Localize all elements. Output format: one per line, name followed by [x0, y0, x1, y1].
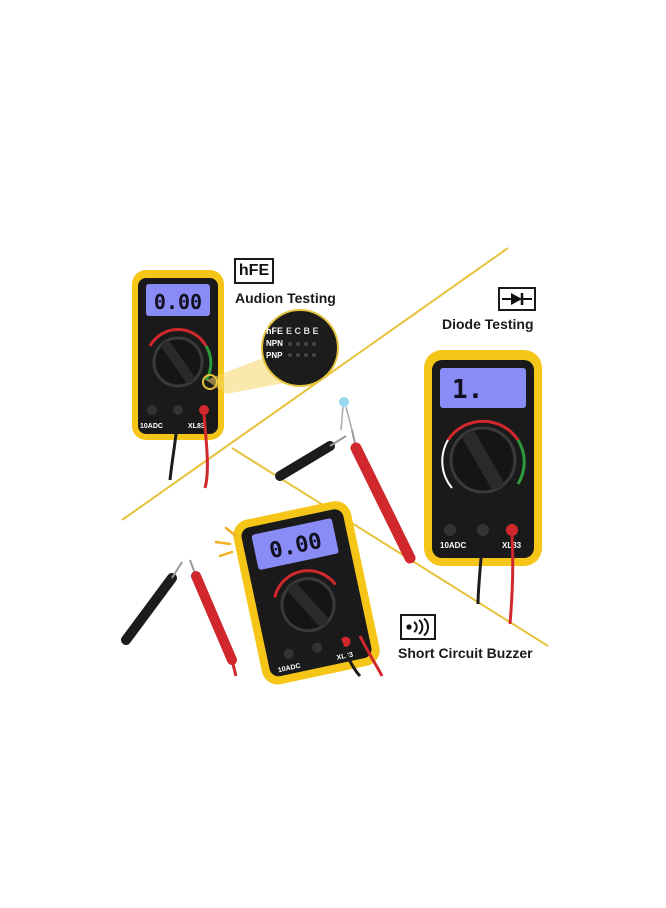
buzzer-probes [121, 559, 238, 677]
meter-top-left-model-label: XL83 [188, 423, 205, 430]
meter-right-display: 1. [452, 375, 483, 405]
meter-right-leads [476, 535, 515, 625]
buzz-marks [214, 526, 238, 558]
meter-top-left: 0.00 10ADC XL83 [132, 270, 224, 440]
meter-top-left-leads [168, 414, 209, 489]
meter-right-port-label: 10ADC [440, 541, 466, 550]
meter-top-left-lcd [146, 284, 210, 316]
zoom-inset: hFE E C B E NPN PNP [202, 309, 339, 394]
meter-bottom-port-label: 10ADC [277, 663, 301, 675]
led-component [339, 397, 349, 407]
short-circuit-buzzer-label: Short Circuit Buzzer [398, 645, 533, 661]
meter-top-left-port-label: 10ADC [140, 423, 163, 430]
meter-bottom-model-label: XL83 [336, 651, 354, 661]
zoom-inset-hfe-label: hFE [266, 326, 283, 336]
sound-waves-symbol [406, 618, 430, 636]
buzzer-icon [400, 614, 436, 640]
meter-top-left-display: 0.00 [154, 290, 202, 314]
audion-testing-label: Audion Testing [235, 290, 336, 306]
zoom-inset-row2: PNP [266, 351, 283, 360]
diode-icon [498, 287, 536, 311]
meter-right: 1. 10ADC XL83 [424, 350, 542, 566]
meter-bottom-lcd [251, 518, 339, 570]
diode-testing-label: Diode Testing [442, 316, 534, 332]
diode-symbol [502, 293, 532, 305]
zoom-inset-socket-header: E C B E [286, 326, 319, 336]
meter-right-lcd [440, 368, 526, 408]
divider-line-diagonal-bottom [231, 447, 549, 647]
hfe-icon: hFE [234, 258, 274, 284]
meter-bottom-leads [338, 635, 384, 678]
meter-bottom: 0.00 10ADC XL83 [233, 501, 380, 685]
zoom-inset-row1: NPN [266, 339, 283, 348]
diode-probes [275, 397, 416, 564]
